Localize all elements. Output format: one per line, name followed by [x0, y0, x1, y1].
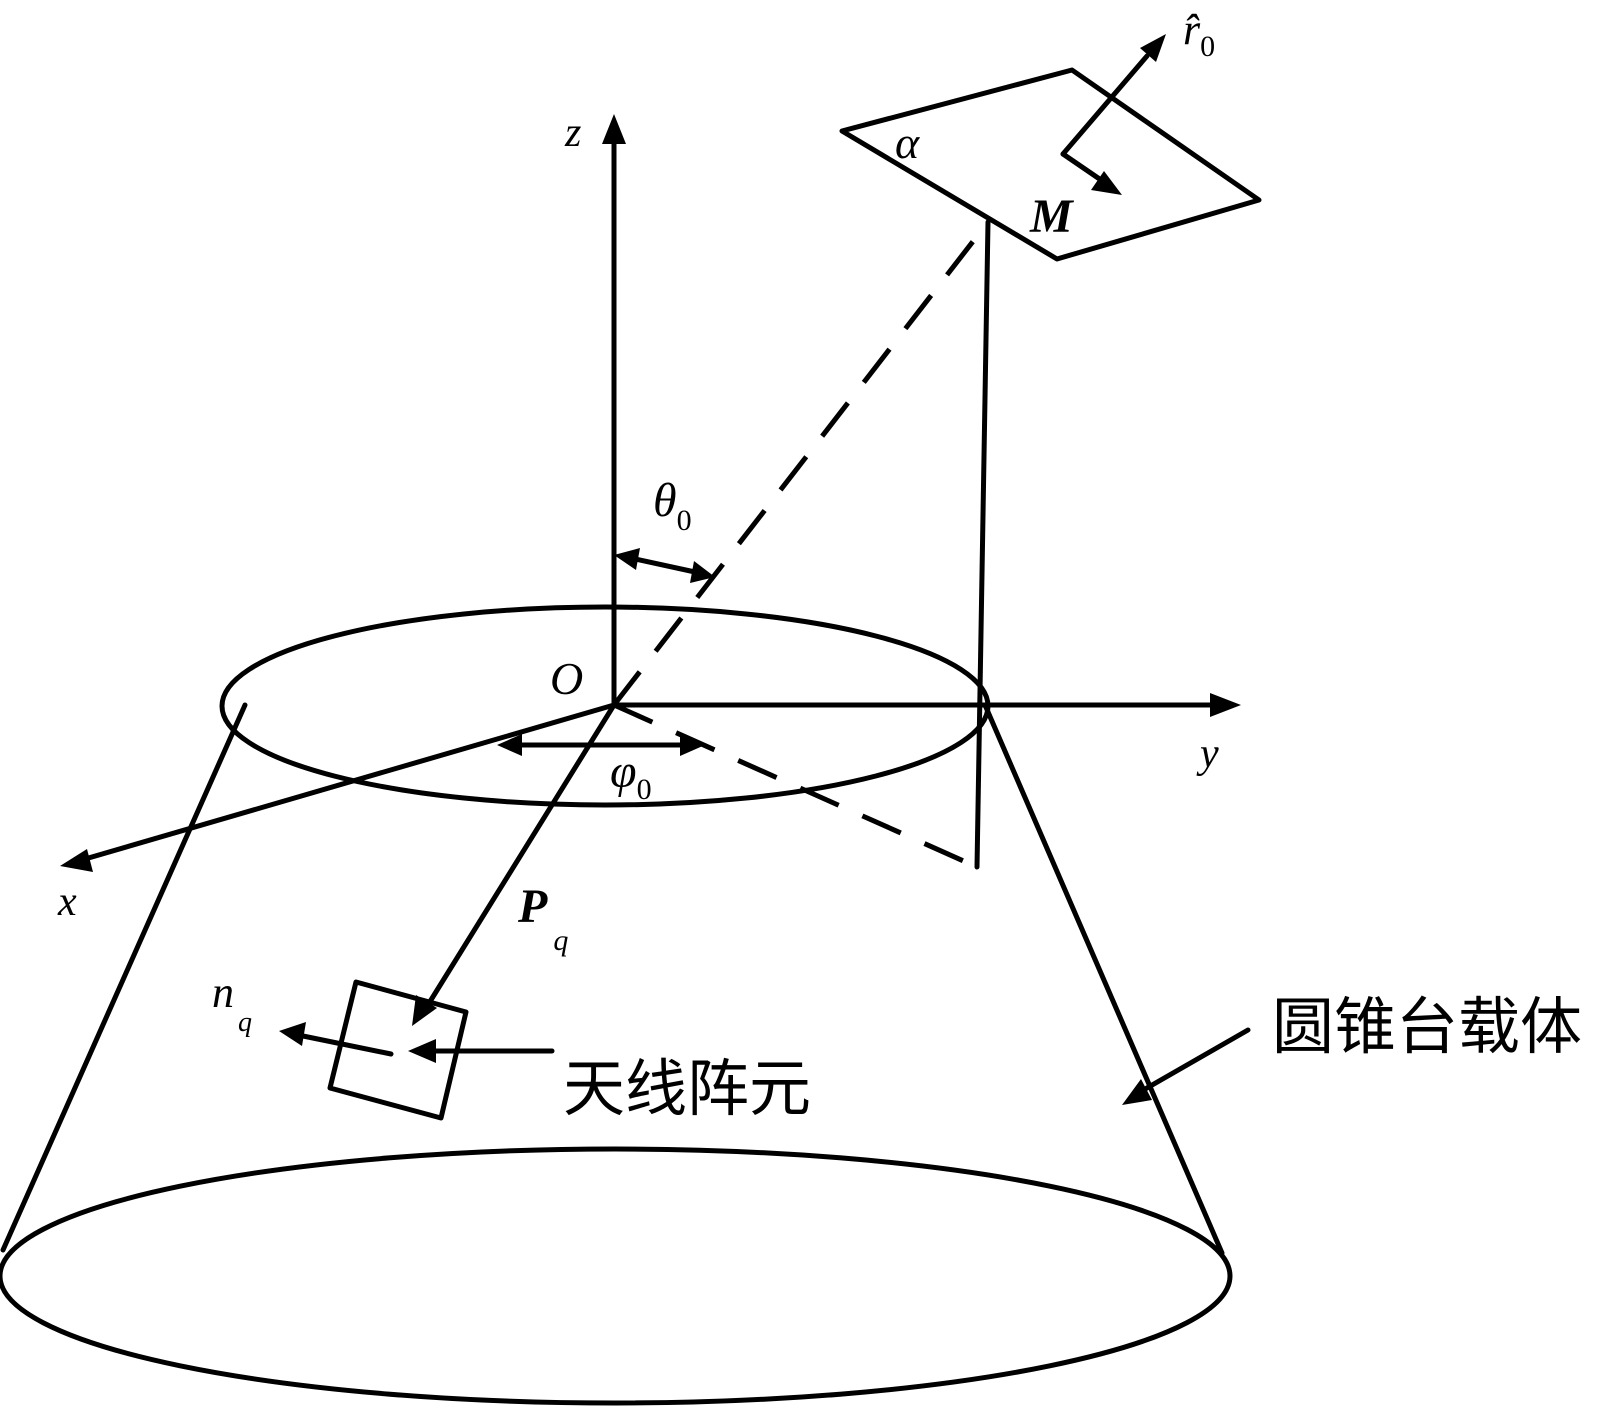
annotation-leaders — [408, 1027, 1251, 1105]
x-axis-arrowhead — [60, 849, 93, 872]
carrier-leader-arrowhead — [1122, 1079, 1152, 1105]
z-axis-label: z — [564, 110, 581, 156]
phi-label: φ0 — [610, 745, 652, 806]
point-m-label: M — [1029, 190, 1075, 243]
plane-outline — [839, 67, 1262, 262]
frustum-carrier — [0, 604, 1233, 1406]
theta-arrowhead-right — [690, 561, 715, 583]
plane-alpha — [839, 34, 1262, 262]
element-normal-label: nq — [212, 968, 252, 1038]
m-vector-arrowhead — [1091, 171, 1122, 195]
theta-arrowhead-left — [614, 548, 640, 570]
position-vector-label: Pq — [517, 880, 568, 957]
position-vector-arrowhead — [412, 995, 437, 1026]
antenna-element — [279, 979, 469, 1121]
carrier-leader-line — [1137, 1027, 1251, 1095]
plane-normal-line — [1060, 53, 1150, 157]
phi-angle-marker — [497, 734, 705, 756]
element-leader-arrowhead — [408, 1039, 436, 1063]
z-axis-arrowhead — [602, 114, 626, 144]
y-axis-arrowhead — [1210, 693, 1241, 717]
m-vector-line — [1060, 151, 1104, 183]
vertical-drop-line — [974, 219, 991, 870]
axes — [60, 114, 1241, 872]
antenna-element-square — [327, 979, 469, 1121]
antenna-element-annotation: 天线阵元 — [563, 1052, 811, 1125]
element-normal-arrowhead — [279, 1022, 306, 1046]
direction-lines — [612, 219, 991, 870]
normal-r0-label: r̂0 — [1183, 5, 1215, 63]
normal-arrowhead — [1140, 34, 1166, 62]
x-axis-label: x — [57, 879, 77, 925]
y-axis-label: y — [1196, 731, 1219, 777]
theta-label: θ0 — [653, 474, 692, 537]
element-normal-line — [300, 1033, 394, 1057]
frustum-bottom-ellipse — [0, 1146, 1233, 1406]
frustum-right-edge — [982, 702, 1225, 1256]
theta-angle-marker — [614, 548, 715, 583]
phi-arrowhead-right — [680, 734, 705, 756]
x-axis — [82, 702, 617, 862]
direction-dashed-line — [612, 220, 990, 707]
projection-dashed-line — [612, 702, 979, 870]
carrier-annotation: 圆锥台载体 — [1272, 990, 1582, 1063]
position-vector-line — [423, 702, 617, 1011]
phi-arrowhead-left — [497, 734, 522, 756]
frustum-left-edge — [0, 702, 248, 1253]
position-vector — [412, 702, 617, 1026]
origin-label: O — [550, 653, 583, 704]
plane-alpha-label: α — [895, 117, 920, 168]
